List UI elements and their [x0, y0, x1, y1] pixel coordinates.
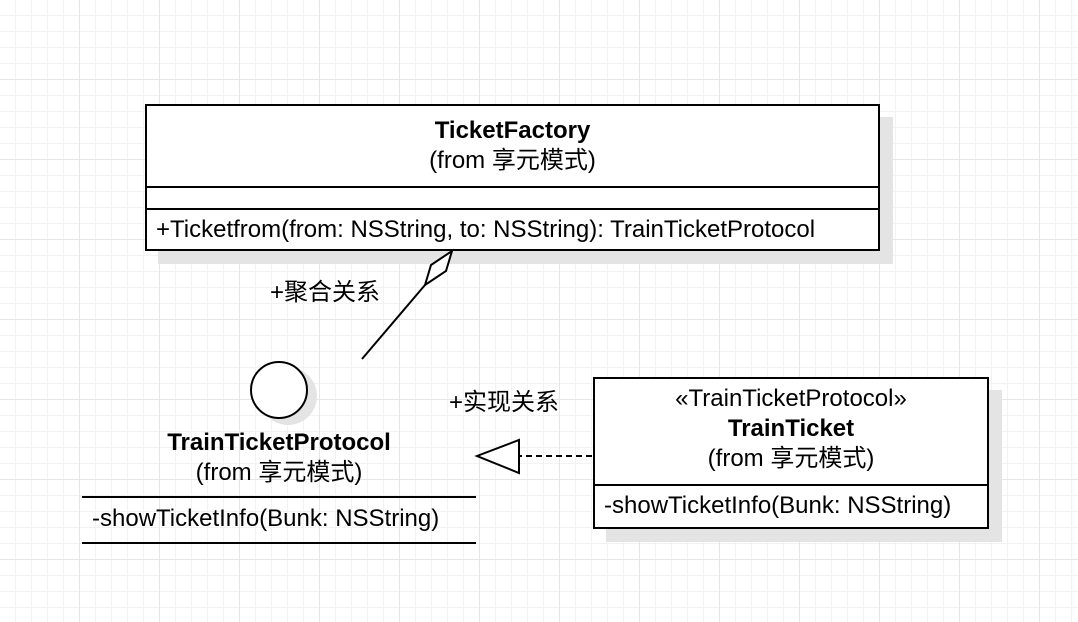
aggregation-connector[interactable] [361, 248, 454, 360]
aggregation-line [361, 284, 426, 360]
train-ticket-protocol-operation: -showTicketInfo(Bunk: NSString) [92, 505, 440, 532]
train-ticket-name: TrainTicket [727, 415, 855, 442]
ticket-factory-package: (from 享元模式) [429, 147, 596, 174]
train-ticket-package: (from 享元模式) [707, 445, 875, 472]
ticket-factory-attributes [147, 188, 878, 210]
train-ticket-protocol-name: TrainTicketProtocol [167, 429, 391, 456]
interface-divider-bottom [82, 542, 476, 544]
train-ticket-stereotype: «TrainTicketProtocol» [675, 385, 907, 412]
train-ticket-class[interactable]: «TrainTicketProtocol» TrainTicket (from … [593, 377, 989, 529]
ticket-factory-name: TicketFactory [434, 117, 591, 144]
ticket-factory-operation: +Ticketfrom(from: NSString, to: NSString… [156, 216, 816, 243]
train-ticket-protocol-interface[interactable]: TrainTicketProtocol (from 享元模式) -showTic… [82, 360, 476, 546]
realization-label: +实现关系 [449, 389, 560, 416]
interface-circle [250, 361, 308, 419]
interface-divider-top [82, 496, 476, 498]
ticket-factory-class[interactable]: TicketFactory (from 享元模式) +Ticketfrom(fr… [145, 104, 880, 251]
aggregation-label: +聚合关系 [270, 279, 381, 306]
train-ticket-operations: -showTicketInfo(Bunk: NSString) [595, 486, 987, 521]
realization-connector[interactable] [474, 438, 592, 475]
train-ticket-protocol-package: (from 享元模式) [195, 459, 363, 486]
realization-arrowhead [474, 438, 520, 475]
aggregation-diamond [423, 248, 454, 288]
ticket-factory-operations: +Ticketfrom(from: NSString, to: NSString… [147, 210, 878, 245]
train-ticket-header: «TrainTicketProtocol» TrainTicket (from … [595, 379, 987, 486]
train-ticket-operation: -showTicketInfo(Bunk: NSString) [604, 492, 952, 519]
ticket-factory-header: TicketFactory (from 享元模式) [147, 106, 878, 188]
